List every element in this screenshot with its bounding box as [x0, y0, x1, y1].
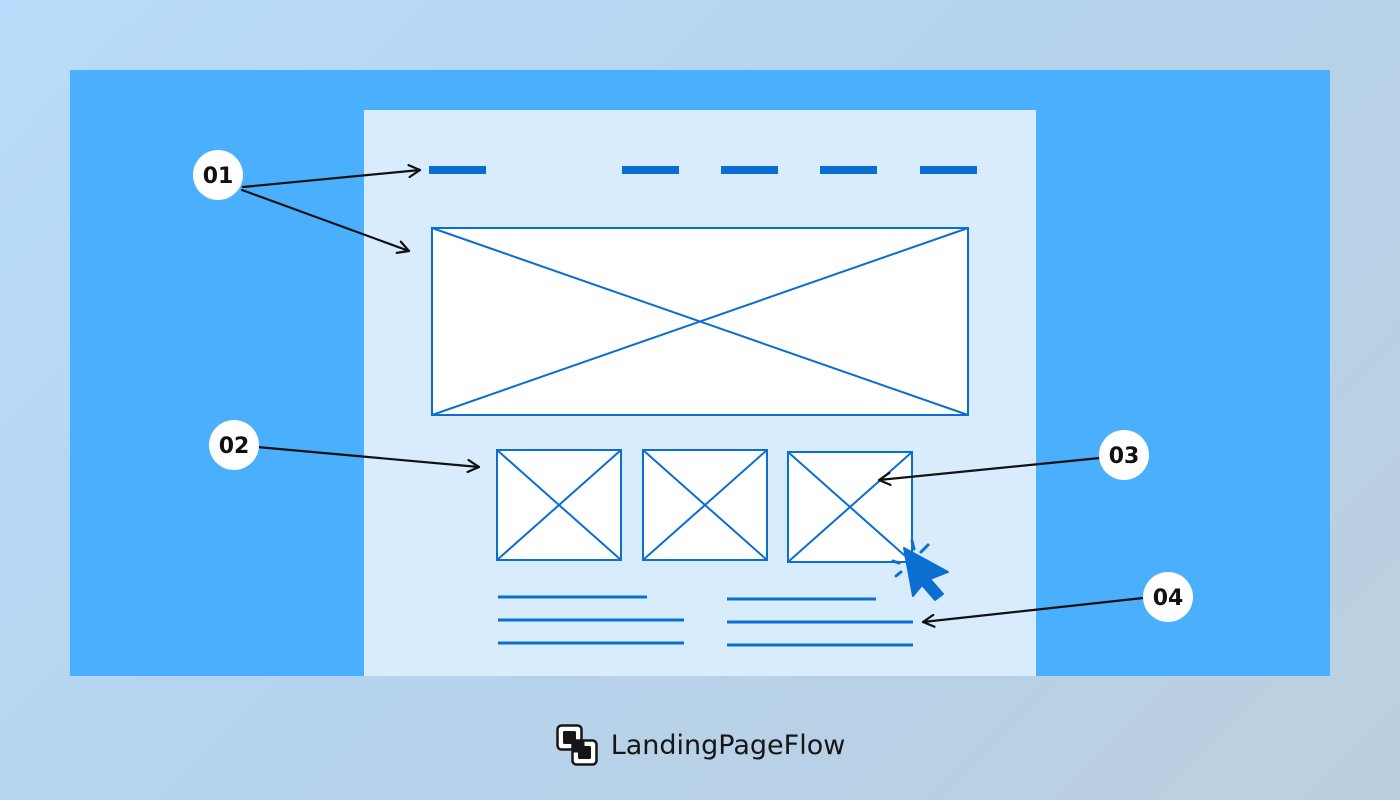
callout-badge-02: 02 — [209, 420, 259, 470]
feature-image-placeholder — [642, 449, 768, 561]
landingpageflow-logo-icon — [555, 724, 598, 766]
callout-label: 03 — [1109, 444, 1140, 469]
mouse-pointer-click-icon — [891, 539, 949, 601]
callout-label: 02 — [219, 434, 250, 459]
arrow-03 — [877, 456, 1102, 480]
text-block-left — [498, 595, 684, 645]
arrow-02 — [255, 445, 481, 467]
arrow-01-nav — [241, 170, 422, 189]
callout-label: 04 — [1153, 586, 1184, 611]
callout-badge-04: 04 — [1143, 572, 1193, 622]
callout-label: 01 — [203, 164, 234, 189]
brand-name: LandingPageFlow — [610, 729, 846, 761]
callout-arrows — [240, 170, 1145, 622]
feature-image-placeholder — [496, 449, 622, 561]
callout-badge-01: 01 — [193, 150, 243, 200]
feature-image-placeholder — [787, 451, 913, 563]
text-block-right — [727, 597, 913, 647]
brand-footer: LandingPageFlow — [0, 720, 1400, 770]
callout-badge-03: 03 — [1099, 430, 1149, 480]
hero-image-placeholder — [431, 227, 969, 416]
arrow-01-hero — [240, 188, 411, 251]
arrow-04 — [921, 596, 1145, 622]
